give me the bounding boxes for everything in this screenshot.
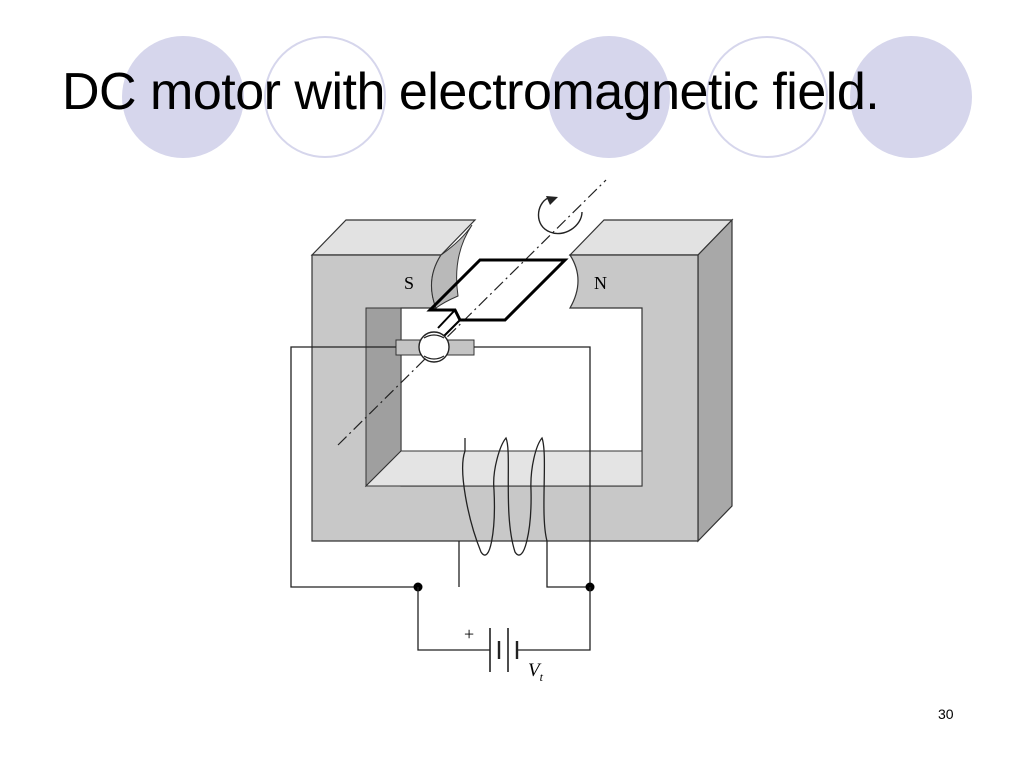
core-right-side	[697, 218, 733, 543]
rotation-arrow-icon	[537, 197, 583, 235]
pole-south-label: S	[404, 273, 414, 293]
pole-north-label: N	[594, 273, 607, 293]
voltage-label: Vt	[528, 660, 544, 684]
commutator	[418, 331, 450, 363]
pole-face-south	[431, 224, 473, 309]
commutator-segments	[423, 334, 445, 360]
armature-wire-left	[290, 346, 418, 588]
decor-circle-2	[264, 36, 386, 158]
page-number: 30	[938, 706, 954, 722]
battery-wire-right	[517, 587, 591, 651]
decor-circle-3	[548, 36, 670, 158]
armature-wire-right	[474, 346, 591, 587]
decor-circle-4	[706, 36, 828, 158]
voltage-subscript: t	[540, 670, 544, 684]
rotation-arrowhead	[546, 196, 558, 205]
core-inner-bottom	[364, 450, 643, 487]
decor-circle-1	[122, 36, 244, 158]
armature-lead-1	[437, 309, 456, 329]
battery-plus-label: +	[464, 624, 474, 644]
decor-circle-5	[850, 36, 972, 158]
slide-title: DC motor with electromagnetic field.	[62, 63, 880, 121]
rotation-axis	[337, 179, 607, 446]
armature-lead-2	[443, 319, 461, 337]
battery-wire-left	[417, 587, 490, 651]
field-coil	[458, 436, 590, 588]
